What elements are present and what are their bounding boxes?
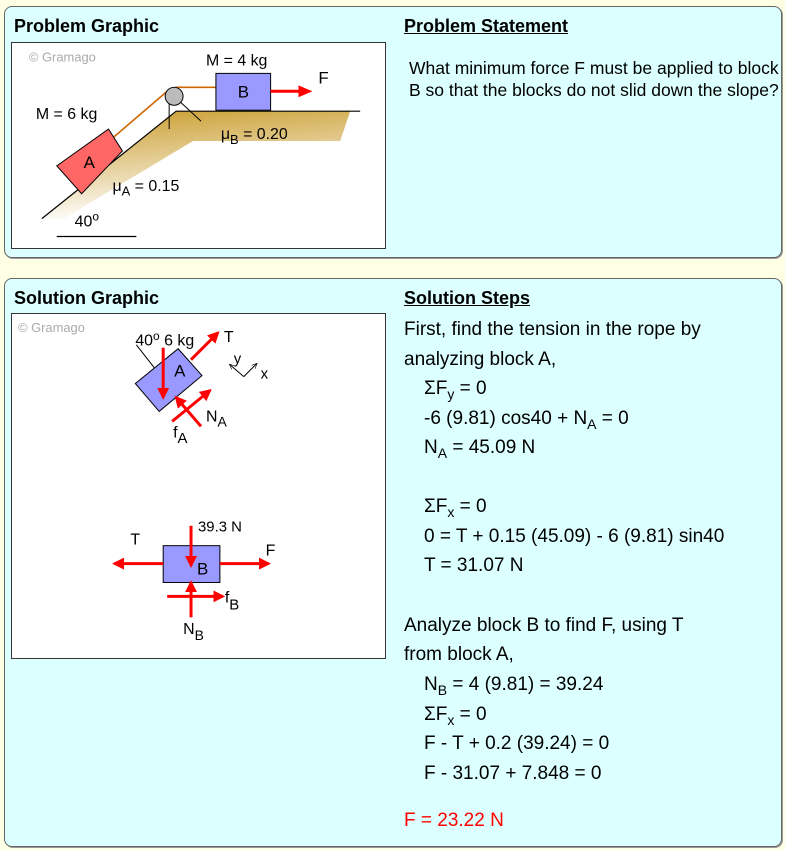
free-body-diagram: © Gramago A 40o 6 kg T NA fA y x B — [18, 320, 276, 643]
problem-statement: What minimum force F must be applied to … — [409, 58, 779, 100]
angle-mass-label: 40o 6 kg — [135, 329, 194, 350]
friction-label-b: fB — [225, 589, 239, 613]
mass-a-label: M = 6 kg — [36, 106, 97, 123]
force-label-b: F — [266, 543, 276, 560]
step-line: analyzing block A, — [404, 349, 557, 370]
solution-graphic-title: Solution Graphic — [14, 288, 160, 308]
step-line: F - T + 0.2 (39.24) = 0 — [424, 733, 610, 754]
solution-graphic: © Gramago A 40o 6 kg T NA fA y x B — [11, 313, 386, 659]
block-a-label: A — [84, 153, 96, 172]
mu-a-label: μA = 0.15 — [112, 178, 179, 199]
block-b-label: B — [197, 560, 208, 579]
step-line: from block A, — [404, 644, 514, 665]
watermark: © Gramago — [29, 49, 96, 64]
problem-graphic: © Gramago A B F M = 4 kg M = 6 kg μB = 0… — [11, 42, 386, 249]
final-answer: F = 23.22 N — [404, 810, 504, 831]
tension-arrow-a — [189, 331, 220, 361]
weight-label-b: 39.3 N — [198, 519, 242, 536]
axis-x-label: x — [261, 366, 269, 383]
solution-panel: Solution Graphic Solution Steps © Gramag… — [4, 278, 782, 847]
step-line: First, find the tension in the rope by — [404, 319, 701, 340]
problem-statement-title: Problem Statement — [404, 16, 569, 36]
friction-label-a: fA — [173, 424, 187, 447]
problem-panel: Problem Graphic Problem Statement © Gram… — [4, 6, 782, 258]
block-a-label: A — [174, 362, 186, 381]
step-line: T = 31.07 N — [424, 555, 524, 576]
step-line: -6 (9.81) cos40 + NA = 0 — [424, 408, 629, 432]
watermark: © Gramago — [18, 320, 85, 335]
normal-label-a: NA — [206, 408, 228, 429]
step-line: ΣFx = 0 — [424, 704, 487, 728]
solution-steps-title: Solution Steps — [404, 288, 530, 308]
normal-arrow-a — [174, 395, 203, 428]
ground-slope — [41, 111, 351, 219]
block-b — [215, 72, 272, 111]
angle-leader — [135, 344, 155, 368]
mu-b-label: μB = 0.20 — [221, 126, 288, 147]
step-line: 0 = T + 0.15 (45.09) - 6 (9.81) sin40 — [424, 526, 725, 547]
step-line: NA = 45.09 N — [424, 437, 536, 461]
step-line: NB = 4 (9.81) = 39.24 — [424, 674, 604, 698]
force-arrowhead — [298, 85, 313, 98]
problem-diagram: © Gramago A B F M = 4 kg M = 6 kg μB = 0… — [29, 49, 361, 238]
step-line: F - 31.07 + 7.848 = 0 — [424, 763, 602, 784]
mass-b-label: M = 4 kg — [206, 52, 267, 69]
step-line: ΣFy = 0 — [424, 378, 487, 402]
normal-label-b: NB — [183, 621, 204, 643]
tension-label-b: T — [130, 532, 140, 549]
tension-label-a: T — [224, 329, 234, 346]
force-label: F — [318, 68, 328, 87]
friction-arrow-a — [171, 389, 212, 423]
angle-label: 40o — [75, 210, 100, 231]
axis-y-label: y — [234, 351, 242, 368]
axes-icon — [230, 364, 257, 377]
step-line: ΣFx = 0 — [424, 496, 487, 520]
step-line: Analyze block B to find F, using T — [404, 615, 684, 636]
block-b-label: B — [238, 82, 249, 101]
pulley-icon — [164, 86, 184, 106]
problem-graphic-title: Problem Graphic — [14, 16, 160, 36]
block-a — [56, 128, 124, 195]
